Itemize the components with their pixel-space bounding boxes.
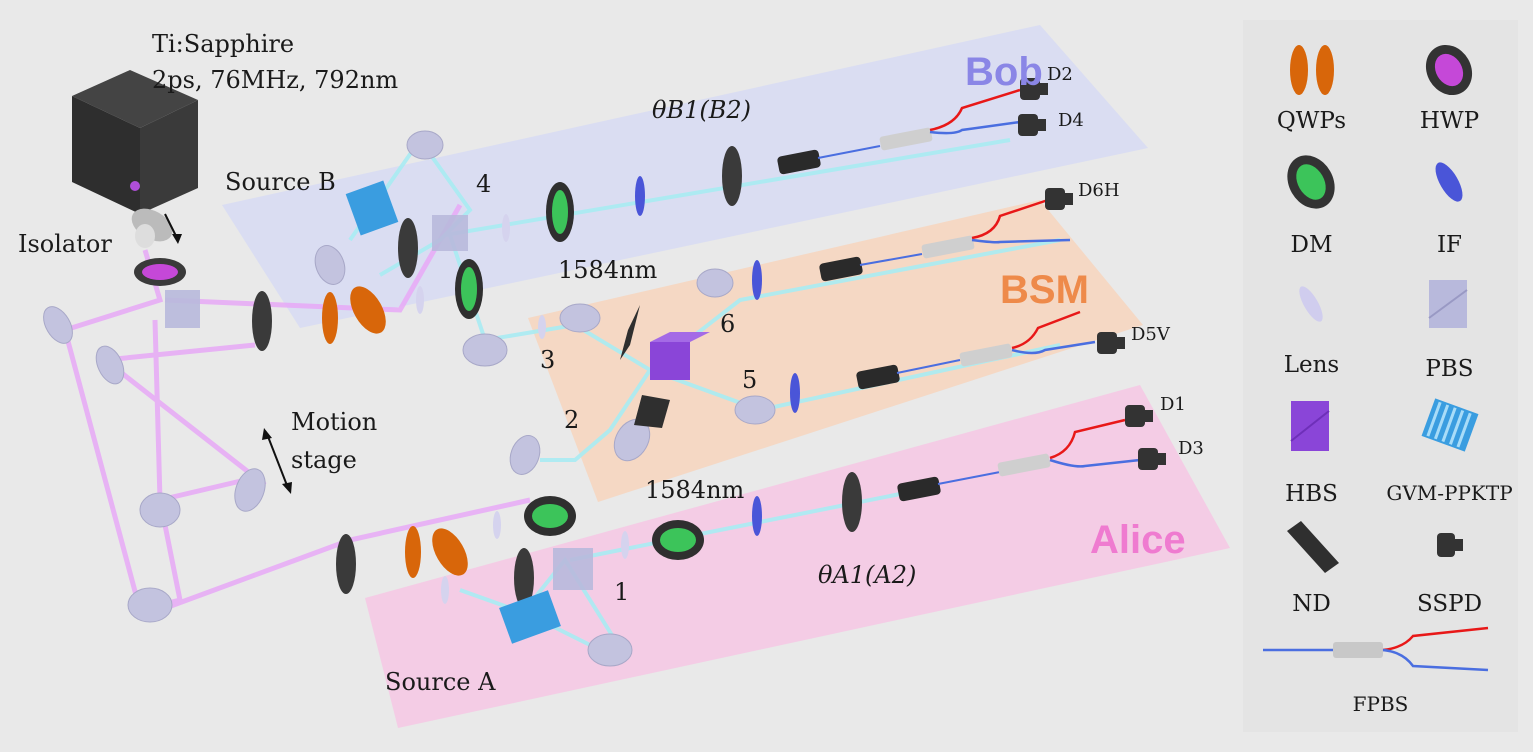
detector-d2: D2 <box>1047 64 1073 85</box>
bsm-plane <box>528 200 1143 502</box>
isolator-label: Isolator <box>18 230 112 258</box>
zone-bob-title: Bob <box>965 50 1043 94</box>
theta-a-label: θA1(A2) <box>818 561 917 589</box>
point-4: 4 <box>476 170 492 198</box>
isolator <box>131 208 182 248</box>
fpbs-icon <box>1263 626 1489 672</box>
detector-d3: D3 <box>1178 438 1204 459</box>
point-2: 2 <box>564 406 580 434</box>
quarter-wave-plates <box>322 286 468 578</box>
legend-lens: Lens <box>1243 272 1380 382</box>
laser-box <box>72 70 198 214</box>
sspd-icon <box>1437 533 1463 557</box>
motion-stage-arrow <box>262 428 292 494</box>
nd-filters <box>620 305 670 428</box>
pbs-icon <box>1428 280 1468 328</box>
ppktp-crystals <box>345 180 561 644</box>
lenses <box>416 214 629 604</box>
bsm-fibers <box>819 188 1125 390</box>
lens-icon <box>1299 286 1323 322</box>
point-5: 5 <box>742 366 758 394</box>
detector-d4: D4 <box>1058 110 1084 131</box>
legend-fpbs: FPBS <box>1263 622 1498 732</box>
wavelength-top-label: 1584nm <box>558 256 658 284</box>
point-3: 3 <box>540 346 556 374</box>
dichroic-mirrors <box>455 182 704 560</box>
legend-dm: DM <box>1243 150 1380 260</box>
interference-filters <box>635 176 800 536</box>
laser-specs: 2ps, 76MHz, 792nm <box>152 66 399 94</box>
detector-d5v: D5V <box>1131 324 1170 345</box>
legend-hwp: HWP <box>1381 40 1518 140</box>
bob-fibers <box>777 78 1048 175</box>
if-icon <box>1435 162 1463 202</box>
half-wave-plates <box>134 146 862 608</box>
legend-sspd: SSPD <box>1381 515 1518 625</box>
point-6: 6 <box>720 310 736 338</box>
hwp-icon <box>1425 44 1473 96</box>
source-a-label: Source A <box>385 668 496 696</box>
pbs-cubes <box>165 215 593 590</box>
legend-if: IF <box>1381 150 1518 260</box>
point-1: 1 <box>614 578 630 606</box>
motion-stage-label-1: Motion <box>291 408 378 436</box>
motion-stage-label-2: stage <box>291 446 357 474</box>
legend-panel: QWPs HWP DM IF Lens PBS HBS GVM-PPKTP ND… <box>1243 20 1518 732</box>
legend-pbs: PBS <box>1381 272 1518 382</box>
legend-hbs: HBS <box>1243 395 1380 507</box>
source-b-label: Source B <box>225 168 336 196</box>
legend-gvm-ppktp: GVM-PPKTP <box>1381 395 1518 505</box>
ppktp-icon <box>1421 398 1479 452</box>
legend-nd: ND <box>1243 515 1380 625</box>
legend-qwps: QWPs <box>1243 40 1380 140</box>
zone-bsm-title: BSM <box>1000 268 1089 312</box>
mirrors <box>43 130 776 667</box>
hbs-cube <box>650 332 710 380</box>
wavelength-bottom-label: 1584nm <box>645 476 745 504</box>
laser-name: Ti:Sapphire <box>152 30 295 58</box>
hbs-icon <box>1290 401 1330 451</box>
zone-alice-title: Alice <box>1090 518 1186 562</box>
bob-plane <box>222 25 1148 328</box>
alice-fibers <box>897 405 1166 502</box>
dm-icon <box>1287 155 1335 209</box>
nd-icon <box>1287 521 1339 573</box>
qwp-icon <box>1290 45 1334 95</box>
detector-d1: D1 <box>1160 394 1186 415</box>
theta-b-label: θB1(B2) <box>652 96 751 124</box>
detector-d6h: D6H <box>1078 180 1120 201</box>
